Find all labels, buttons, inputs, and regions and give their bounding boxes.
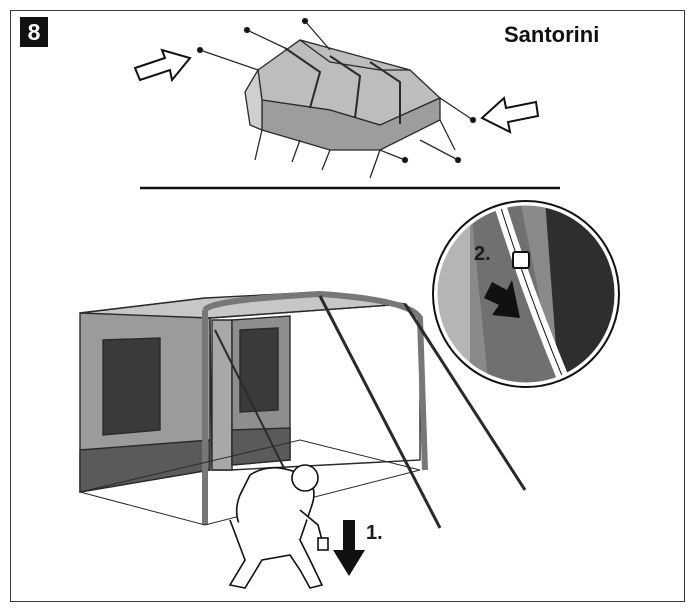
- arrow-outline-icon: [133, 48, 192, 83]
- callout-step-1: 1.: [366, 522, 383, 544]
- arrow-down-icon: [333, 520, 365, 576]
- model-name-label: Santorini: [504, 22, 600, 47]
- main-tent: [79, 290, 527, 529]
- person-kneeling: [228, 464, 329, 589]
- callout-step-2: 2.: [474, 243, 491, 265]
- magnifier-circle: [432, 200, 620, 388]
- arrow-outline-icon: [480, 96, 540, 134]
- step-number-badge: 8: [20, 17, 48, 47]
- overview-tent: [140, 17, 560, 190]
